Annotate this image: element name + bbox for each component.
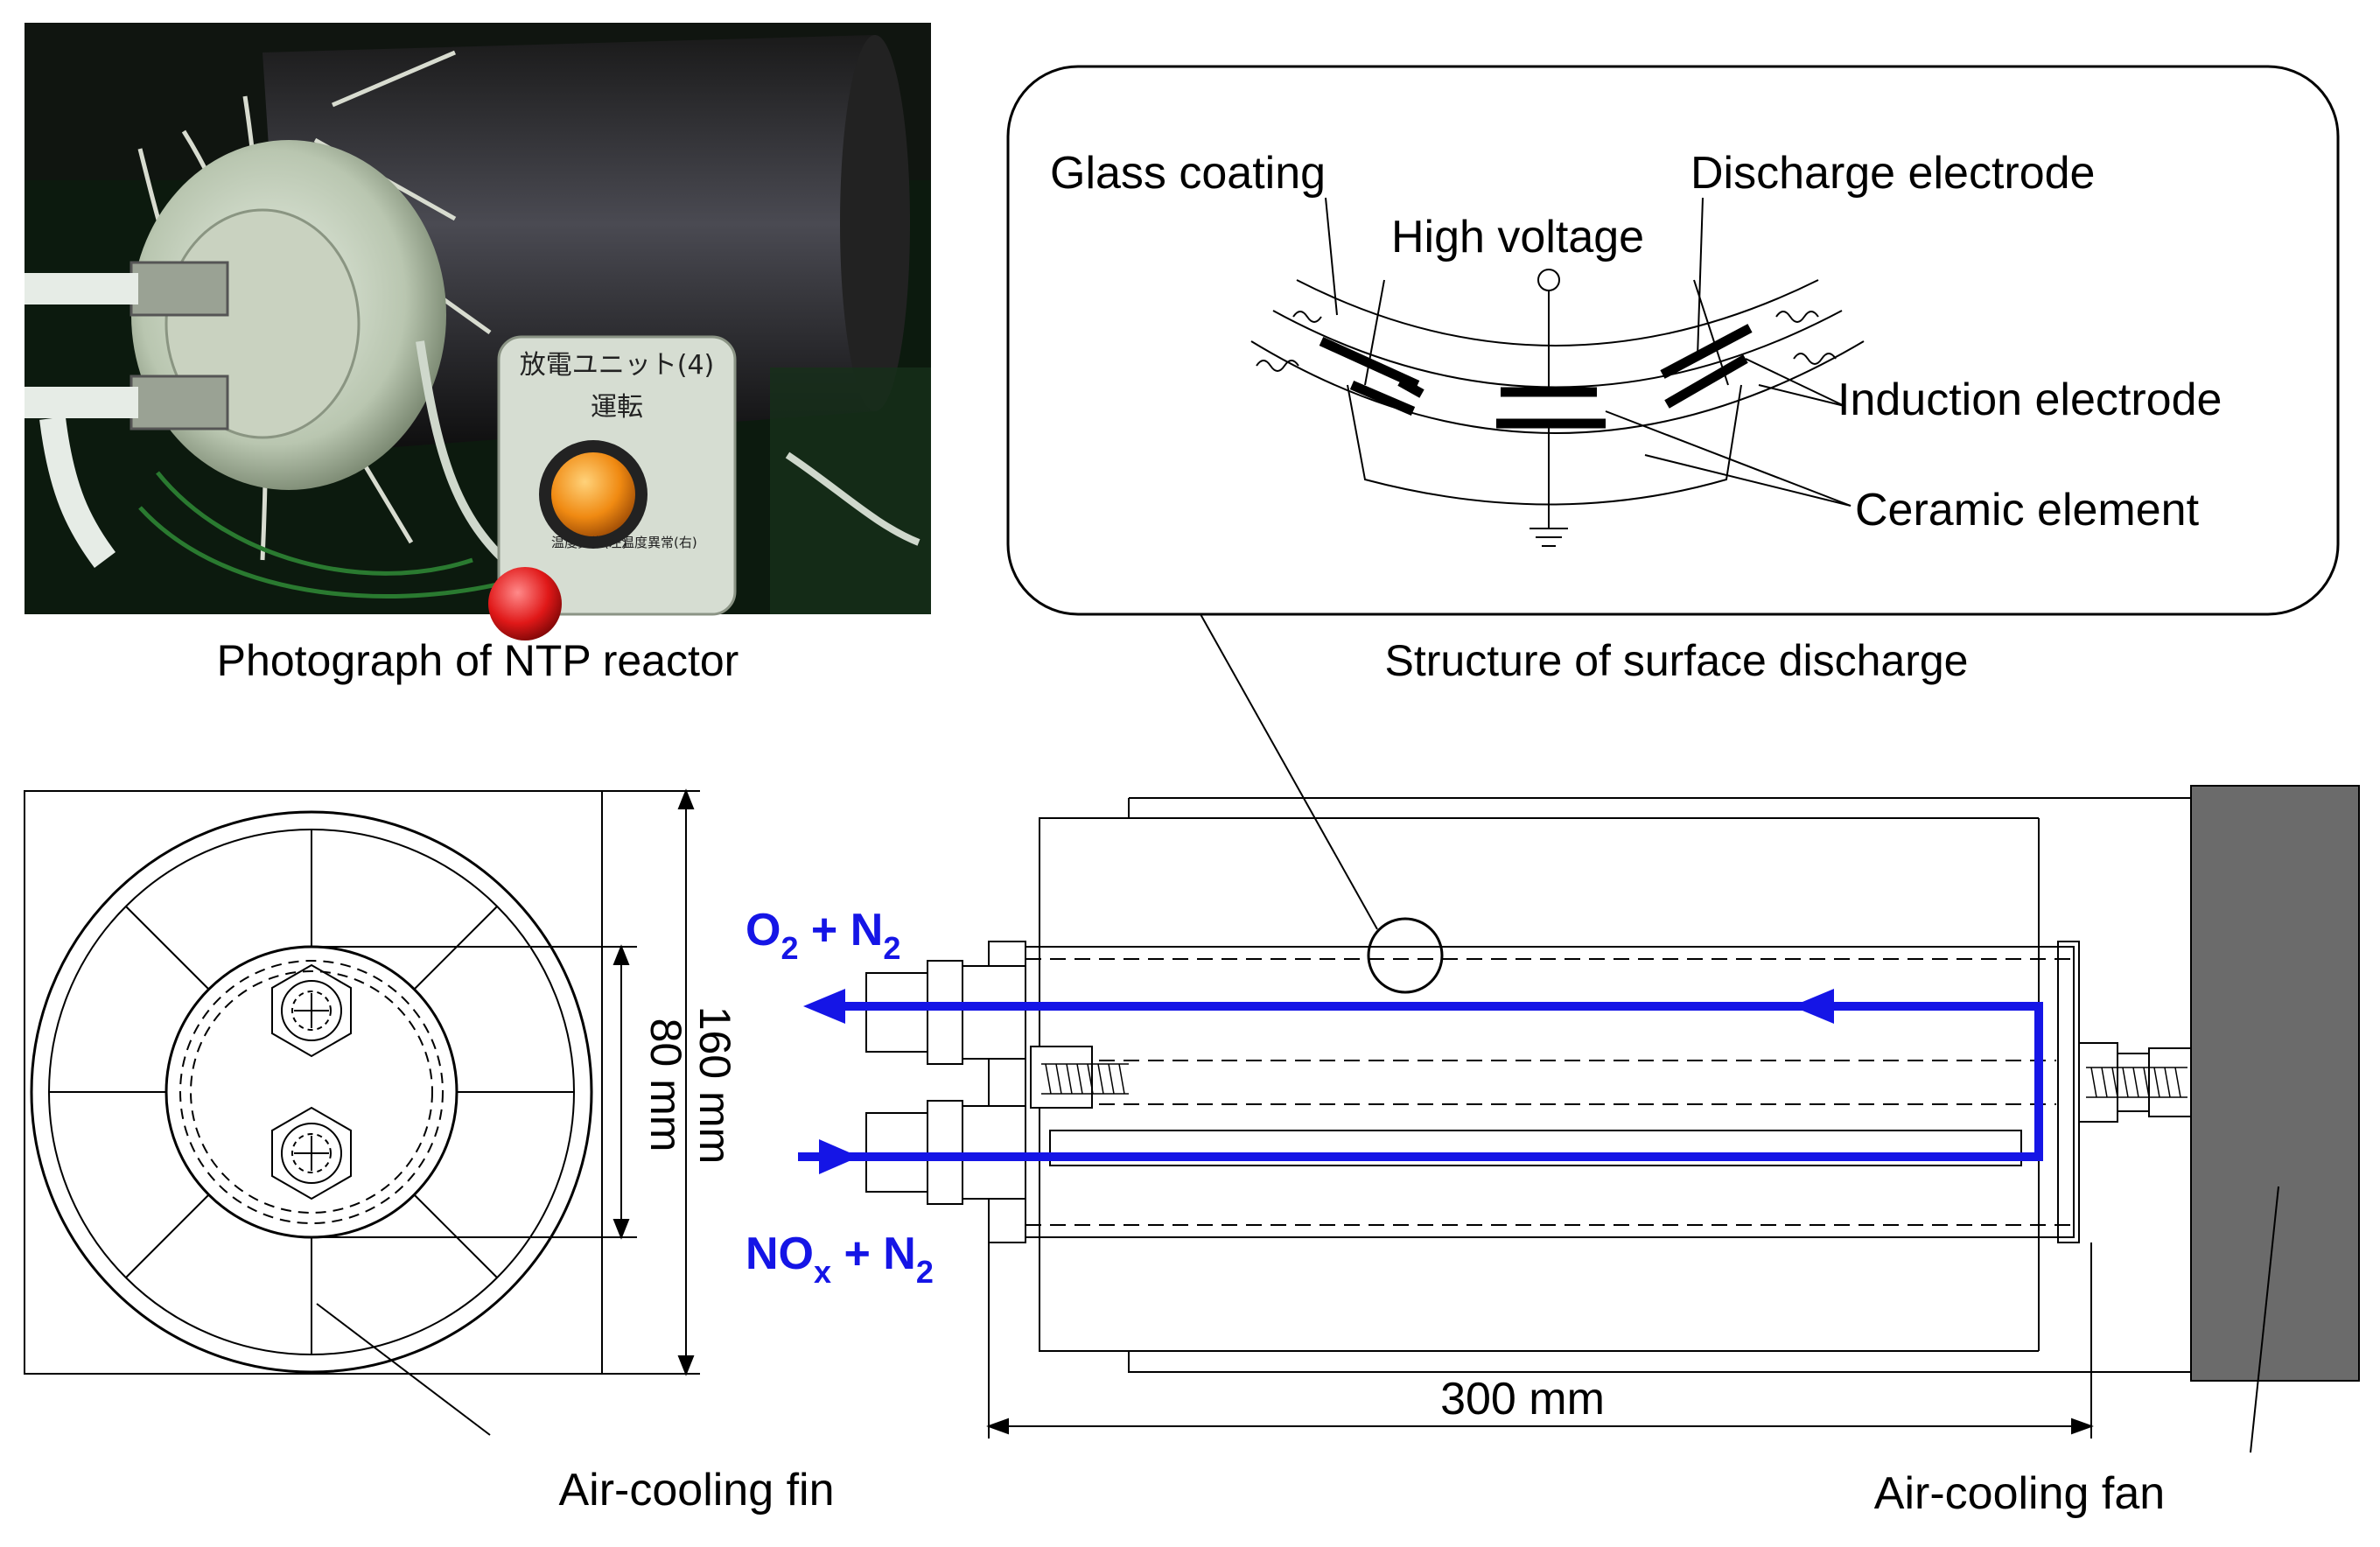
red-lamp-icon	[488, 567, 562, 640]
hex-nut-bottom-icon	[271, 1106, 352, 1200]
discharge-electrode-left	[1319, 336, 1420, 390]
induction-electrode-left	[1349, 380, 1416, 416]
flow-in-label: NOx + N2	[746, 1228, 934, 1290]
return-arrow-icon	[1792, 989, 1834, 1024]
induction-electrode-right	[1664, 354, 1748, 409]
inset-caption: Structure of surface discharge	[1385, 636, 1969, 685]
center-flange	[164, 945, 458, 1239]
outlet-arrow-icon	[803, 989, 845, 1024]
photo-fittings	[24, 261, 229, 568]
cooling-fin-ring	[30, 810, 593, 1374]
dim-length: 300 mm	[1440, 1374, 1605, 1424]
break-marks	[1256, 311, 1837, 372]
hv-terminal	[1530, 269, 1568, 547]
front-dimensions	[312, 788, 700, 1376]
label-air-cooling-fin: Air-cooling fin	[558, 1465, 834, 1516]
center-flange-dashed	[179, 960, 444, 1224]
inset-leaders	[1325, 197, 1852, 507]
fan-shaft	[2078, 1042, 2192, 1123]
detail-leader-line	[1200, 613, 1378, 930]
surface-discharge-inset: Glass coating High voltage Discharge ele…	[1006, 65, 2340, 616]
sign-title: 放電ユニット(4)	[520, 350, 715, 381]
sign-alarm-right: 温度異常(右)	[621, 535, 697, 550]
detail-circle-icon	[1367, 917, 1444, 994]
discharge-electrode-right	[1660, 324, 1753, 379]
reactor-photograph: 放電ユニット(4) 運転 温度異常(左) 温度異常(右)	[24, 23, 931, 640]
fin-leader-line	[316, 1303, 491, 1436]
electrodes	[1319, 324, 1753, 429]
label-glass-coating: Glass coating	[1050, 148, 1326, 199]
sign-run-label: 運転	[591, 392, 643, 423]
orange-lamp-icon	[551, 452, 635, 536]
side-fittings	[865, 960, 1129, 1205]
cylinder-end	[840, 35, 910, 411]
gas-flow-path	[798, 1002, 2043, 1161]
air-cooling-fan	[2190, 785, 2360, 1382]
center-flange-dashed-2	[190, 970, 433, 1214]
photo-white-cable-right	[785, 452, 920, 546]
photo-caption: Photograph of NTP reactor	[217, 636, 739, 685]
ceramic-arcs	[1250, 279, 1865, 506]
reactor-tube	[988, 941, 2080, 1243]
control-sign: 放電ユニット(4) 運転 温度異常(左) 温度異常(右)	[488, 335, 737, 640]
cooling-fin-spokes	[49, 830, 574, 1354]
photo-right-shade	[770, 368, 931, 614]
photo-cables	[138, 471, 526, 598]
front-view-frame	[24, 790, 603, 1375]
label-high-voltage: High voltage	[1391, 212, 1644, 262]
inlet-arrow-icon	[819, 1139, 859, 1174]
hex-nut-top-icon	[271, 963, 352, 1058]
label-discharge-electrode: Discharge electrode	[1690, 148, 2095, 199]
inset-frame	[1006, 65, 2340, 616]
flow-out-label: O2 + N2	[746, 905, 900, 966]
dim-outer-diameter: 160 mm	[690, 1006, 739, 1165]
fin-outline	[1039, 797, 2192, 1373]
flow-arrows	[803, 989, 1834, 1174]
label-ceramic-element: Ceramic element	[1855, 485, 2200, 536]
dim-inner-diameter: 80 mm	[641, 1018, 690, 1152]
fan-leader-line	[2250, 1186, 2279, 1453]
label-induction-electrode: Induction electrode	[1838, 374, 2222, 425]
length-dimension	[986, 1242, 2094, 1438]
front-view: 80 mm 160 mm	[24, 788, 739, 1436]
side-view: O2 + N2 NOx + N2 300 mm	[746, 613, 2360, 1453]
sign-alarm-left: 温度異常(左)	[551, 535, 627, 550]
label-air-cooling-fan: Air-cooling fan	[1874, 1468, 2165, 1519]
